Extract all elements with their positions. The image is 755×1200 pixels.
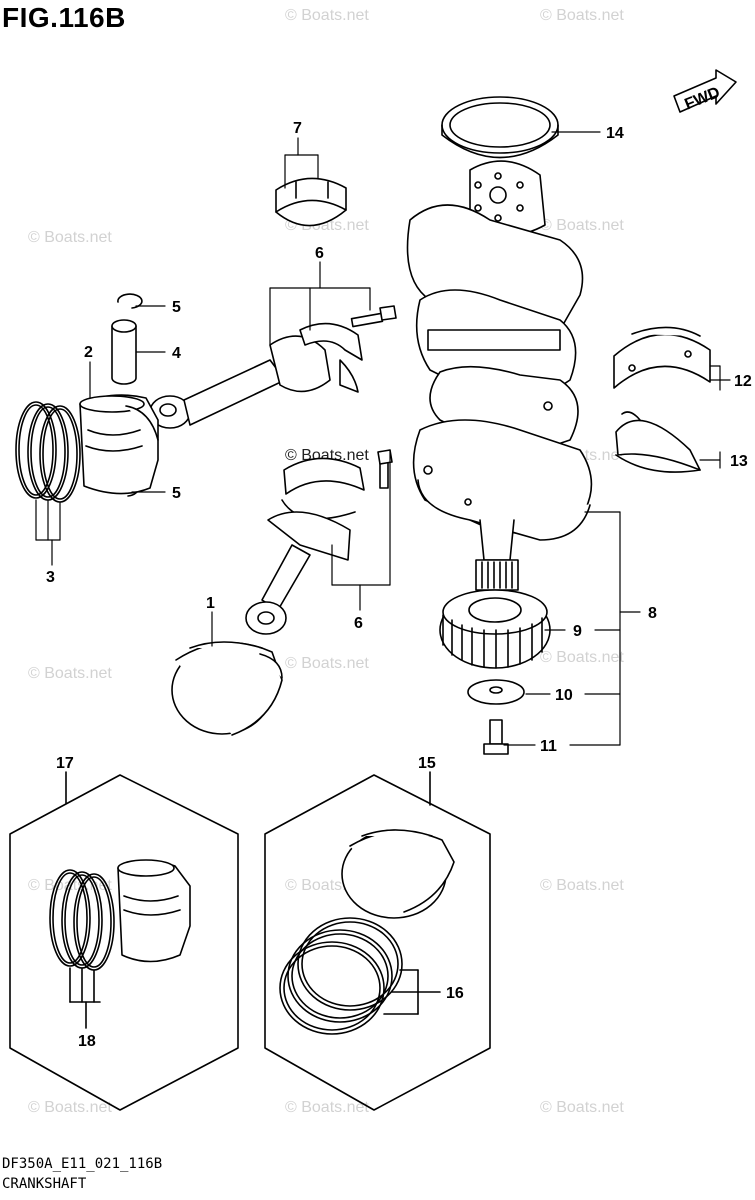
watermark-text: © Boats.net — [540, 7, 624, 24]
callout-9: 9 — [573, 623, 582, 640]
kit-right-rings — [279, 917, 441, 1035]
kit-left-piston — [117, 859, 191, 963]
figure-code: DF350A_E11_021_116B — [2, 1156, 163, 1172]
connecting-rod-lower — [245, 449, 393, 635]
watermark-text: © Boats.net — [540, 1099, 624, 1116]
callout-2: 2 — [84, 344, 93, 361]
callout-18: 18 — [78, 1033, 96, 1050]
callout-labels: 7 6 5 4 2 5 3 6 1 14 12 13 8 9 10 11 17 … — [46, 120, 752, 1050]
callout-1: 1 — [206, 595, 215, 612]
piston-kit-box-right — [264, 771, 491, 1111]
callout-15: 15 — [418, 755, 436, 772]
watermark-text: © Boats.net — [285, 1099, 369, 1116]
callout-8: 8 — [648, 605, 657, 622]
watermark-text: © Boats.net — [28, 1099, 112, 1116]
fwd-arrow-icon: FWD — [673, 69, 737, 113]
callout-14: 14 — [606, 125, 624, 142]
callout-5-upper: 5 — [172, 299, 181, 316]
watermark-text: © Boats.net — [28, 229, 112, 246]
callout-3: 3 — [46, 569, 55, 586]
piston-kit-box-left — [9, 771, 239, 1111]
piston-center — [171, 641, 283, 736]
callout-4: 4 — [172, 345, 181, 362]
crankshaft — [406, 160, 593, 591]
kit-left-rings — [49, 869, 115, 1029]
callout-7: 7 — [293, 120, 302, 137]
crank-gear — [439, 589, 551, 669]
callout-11: 11 — [540, 738, 557, 755]
watermark-text: © Boats.net — [285, 7, 369, 24]
crank-bolt — [483, 719, 509, 755]
watermark-text: © Boats.net — [540, 877, 624, 894]
thrust-bearing — [615, 411, 701, 473]
watermark-text: © Boats.net — [28, 665, 112, 682]
callout-13: 13 — [730, 453, 748, 470]
connecting-rod-upper — [149, 305, 397, 429]
watermark-text: © Boats.net — [540, 649, 624, 666]
conrod-bearing — [275, 177, 347, 227]
piston-rings-left — [15, 401, 81, 503]
piston-pin — [111, 319, 137, 385]
main-bearing-upper — [613, 326, 711, 389]
washer — [467, 679, 525, 705]
callout-16: 16 — [446, 985, 464, 1002]
callout-5-lower: 5 — [172, 485, 181, 502]
kit-right-piston — [341, 829, 455, 919]
callout-6-upper: 6 — [315, 245, 324, 262]
seal-ring — [441, 96, 559, 159]
callout-17: 17 — [56, 755, 74, 772]
leader-lines — [35, 131, 731, 746]
watermark-text: © Boats.net — [285, 655, 369, 672]
piston-left — [79, 394, 159, 495]
callout-12: 12 — [734, 373, 752, 390]
figure-title: FIG.116B — [2, 2, 126, 33]
callout-10: 10 — [555, 687, 573, 704]
watermark-text: © Boats.net — [540, 217, 624, 234]
callout-6-lower: 6 — [354, 615, 363, 632]
figure-name: CRANKSHAFT — [2, 1176, 87, 1192]
